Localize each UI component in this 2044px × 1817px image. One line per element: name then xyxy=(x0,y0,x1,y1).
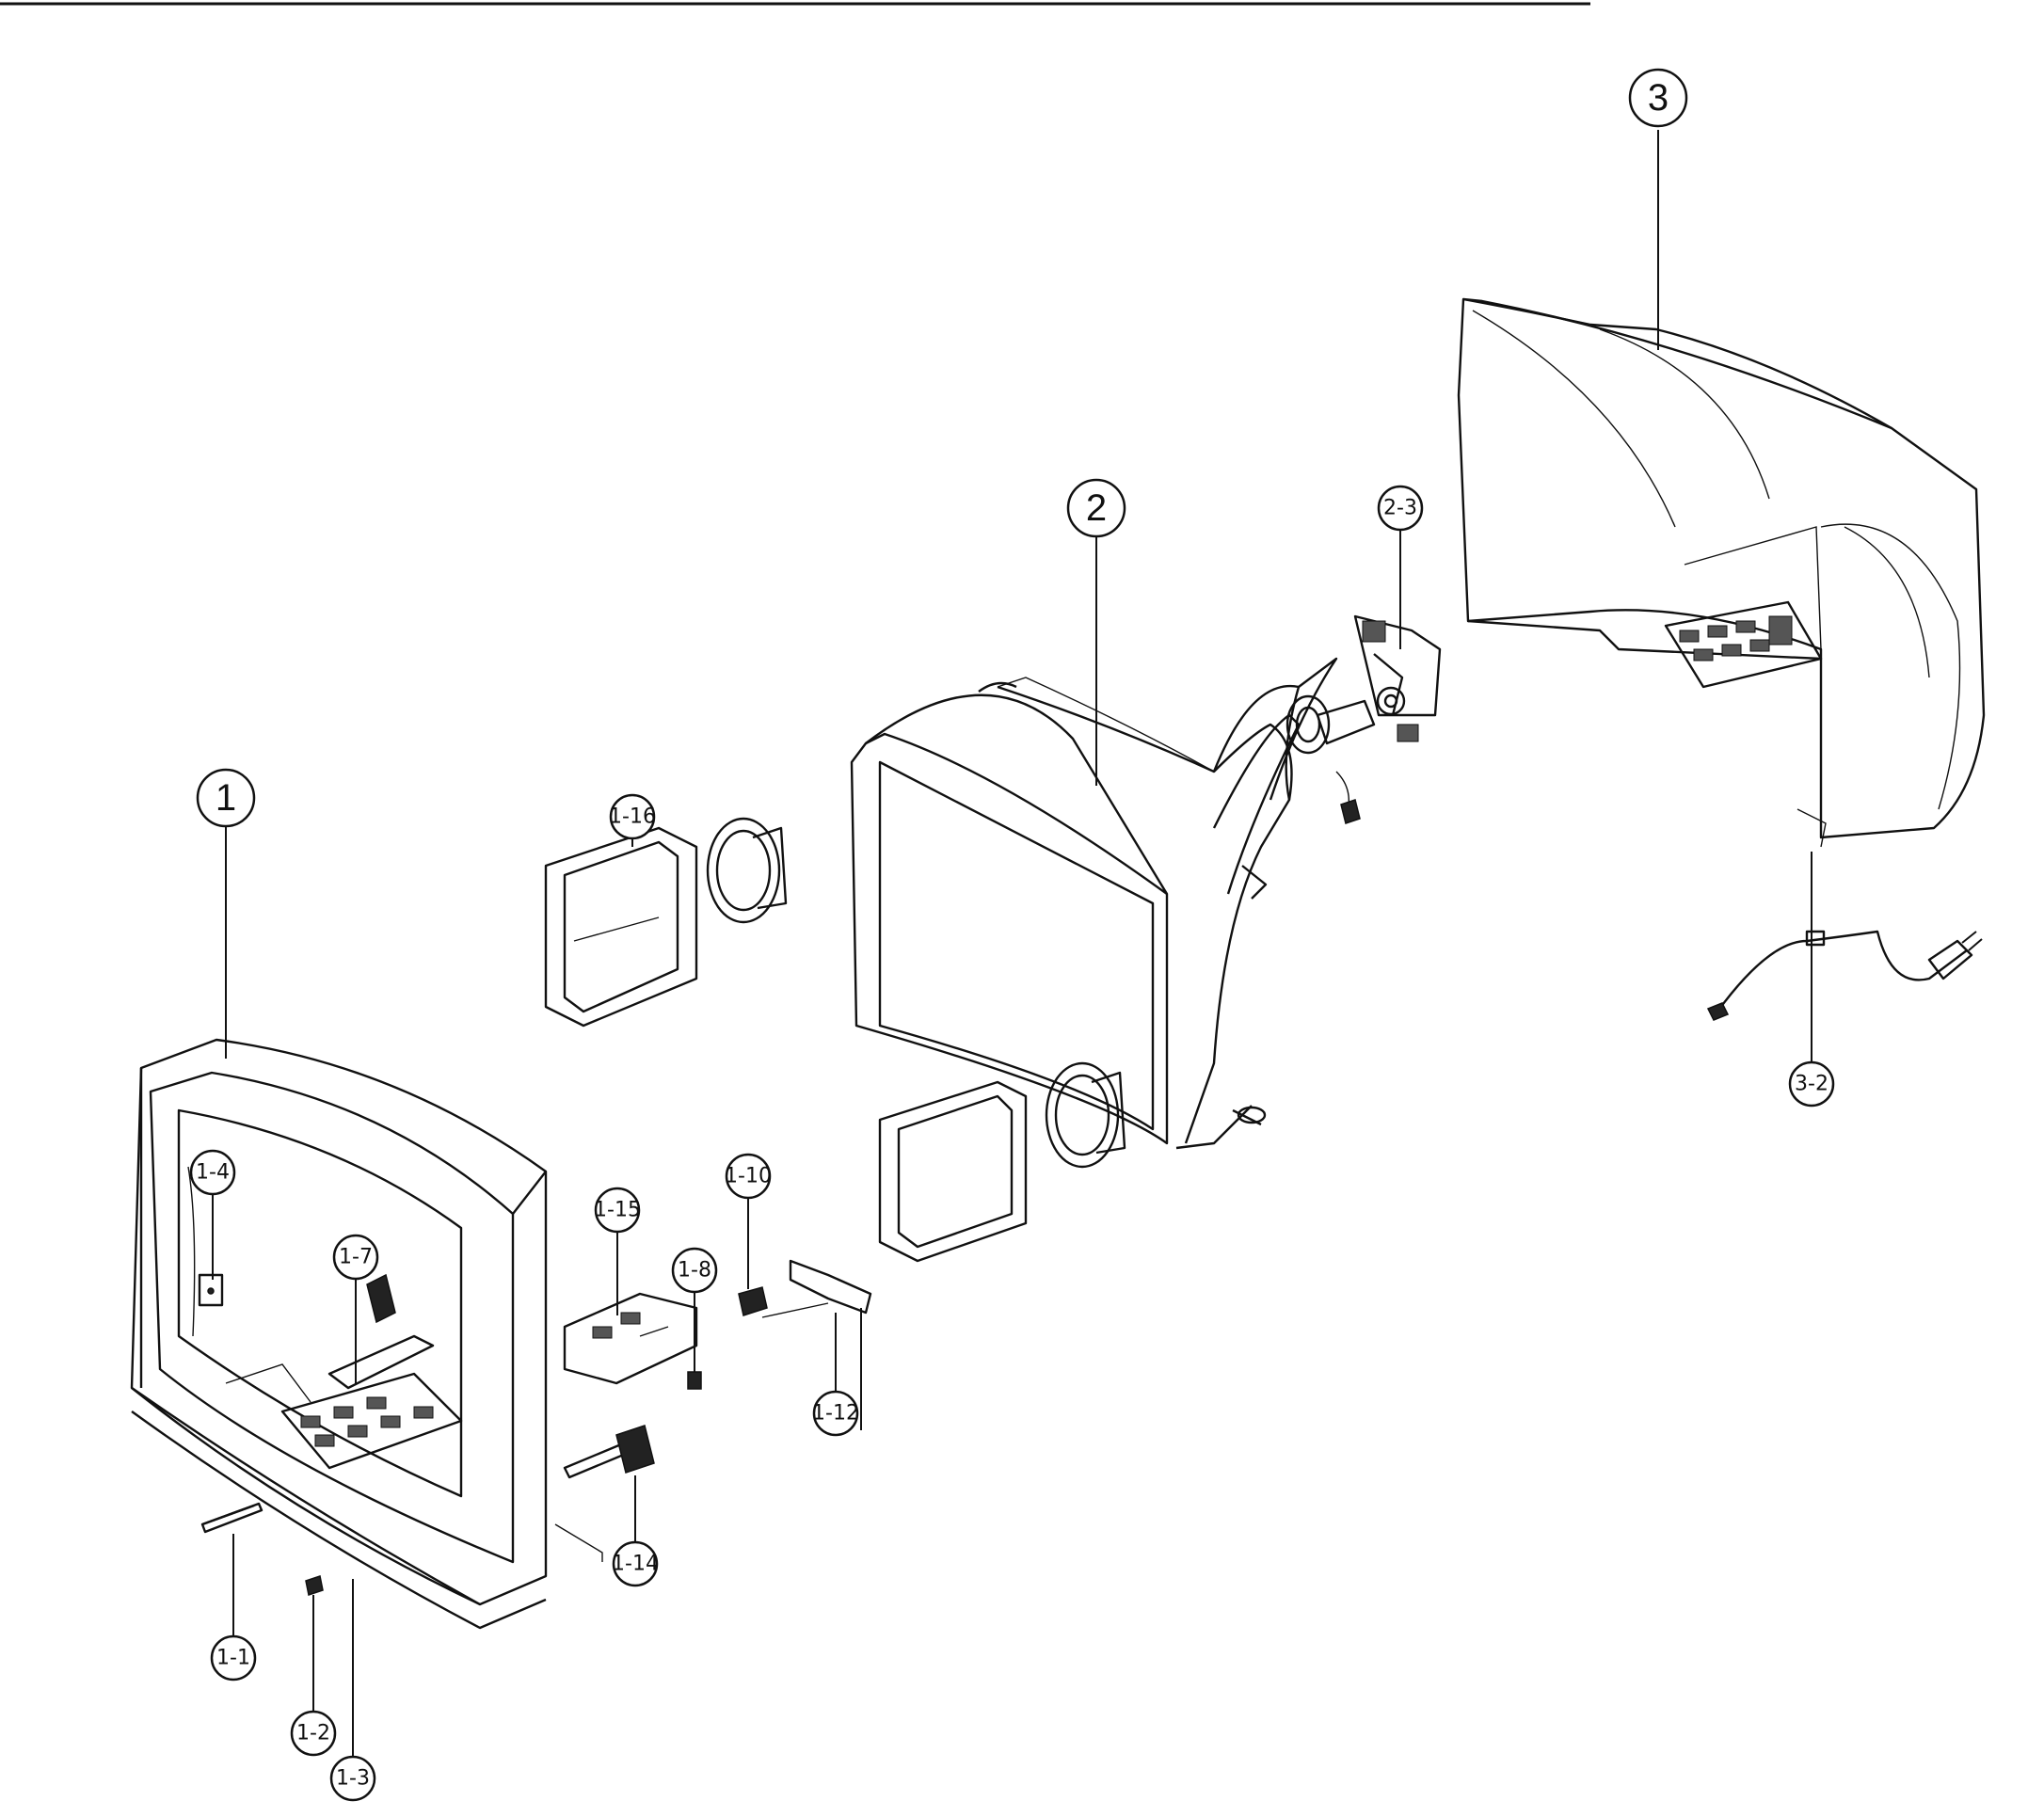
callout-1-3: 1-3 xyxy=(329,1755,376,1802)
callout-1-15: 1-15 xyxy=(594,1187,641,1234)
callout-1: 1 xyxy=(196,768,256,828)
picture-tube xyxy=(850,657,1376,1150)
svg-text:1-14: 1-14 xyxy=(612,1553,659,1576)
svg-text:1-2: 1-2 xyxy=(296,1722,330,1745)
svg-text:1-10: 1-10 xyxy=(725,1165,772,1188)
power-cord xyxy=(1706,930,1983,1021)
callout-1-2: 1-2 xyxy=(290,1710,337,1757)
front-control-board xyxy=(280,1372,463,1470)
part-1-14 xyxy=(615,1425,655,1474)
callout-1-12: 1-12 xyxy=(812,1390,859,1437)
callout-2: 2 xyxy=(1066,478,1126,538)
lower-speaker-bracket xyxy=(878,1080,1028,1263)
callout-1-1: 1-1 xyxy=(210,1634,257,1682)
front-cabinet xyxy=(130,1038,628,1630)
callout-3: 3 xyxy=(1628,68,1688,128)
svg-text:1-12: 1-12 xyxy=(812,1402,859,1426)
svg-text:1: 1 xyxy=(216,777,236,819)
svg-text:1-1: 1-1 xyxy=(216,1647,250,1670)
upper-speaker xyxy=(706,817,788,924)
part-1-10 xyxy=(738,1286,768,1316)
part-1-1 xyxy=(200,1502,263,1534)
deflection-yoke-assembly xyxy=(1353,614,1442,742)
callout-1-14: 1-14 xyxy=(612,1540,659,1587)
svg-text:2-3: 2-3 xyxy=(1383,497,1417,520)
callout-1-7: 1-7 xyxy=(332,1234,379,1281)
svg-text:1-16: 1-16 xyxy=(609,805,656,829)
svg-text:1-7: 1-7 xyxy=(339,1246,373,1269)
svg-text:1-3: 1-3 xyxy=(336,1767,370,1791)
part-1-8 xyxy=(687,1371,702,1390)
svg-text:1-4: 1-4 xyxy=(196,1161,230,1185)
callout-1-16: 1-16 xyxy=(609,793,656,840)
callout-3-2: 3-2 xyxy=(1788,1060,1835,1108)
rear-cabinet xyxy=(1457,297,1986,848)
upper-speaker-bracket xyxy=(544,826,698,1028)
side-bracket-1-12 xyxy=(761,1259,872,1318)
rear-chassis-board xyxy=(1664,600,1823,689)
av-input-board xyxy=(563,1292,698,1385)
svg-text:3: 3 xyxy=(1648,77,1669,119)
callout-1-10: 1-10 xyxy=(725,1153,772,1200)
callout-2-3: 2-3 xyxy=(1377,485,1424,532)
lower-speaker xyxy=(1045,1061,1126,1169)
callout-1-8: 1-8 xyxy=(671,1247,718,1294)
callout-1-4: 1-4 xyxy=(189,1149,236,1196)
svg-text:3-2: 3-2 xyxy=(1795,1073,1828,1096)
svg-text:1-8: 1-8 xyxy=(678,1259,711,1283)
part-1-2 xyxy=(305,1575,324,1596)
svg-text:1-15: 1-15 xyxy=(594,1199,641,1222)
svg-text:2: 2 xyxy=(1086,487,1107,529)
